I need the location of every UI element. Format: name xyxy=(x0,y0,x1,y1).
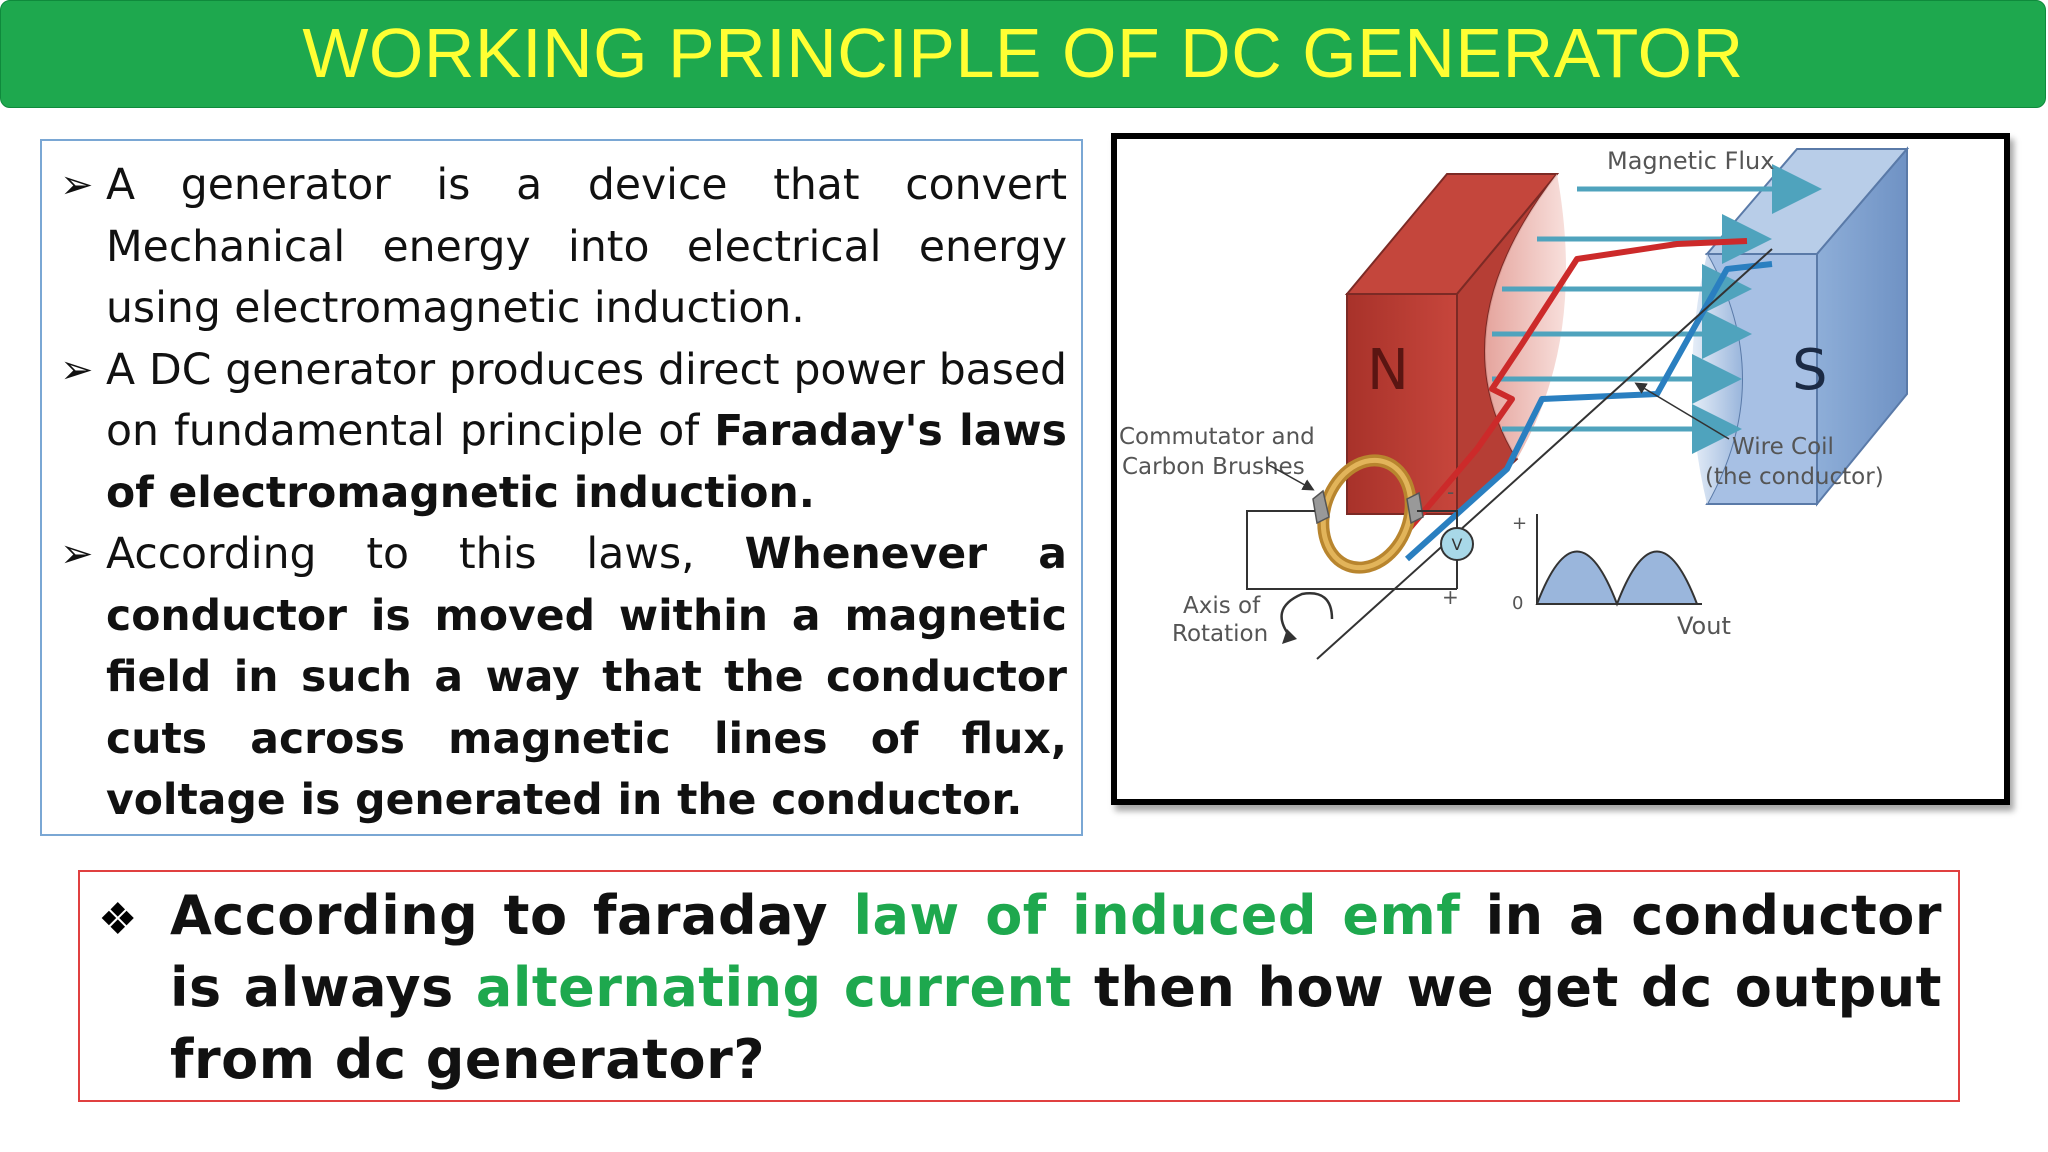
title-bar: WORKING PRINCIPLE OF DC GENERATOR xyxy=(0,0,2046,108)
bullet-text: A generator is a device that convert Mec… xyxy=(106,155,1067,340)
slide-title: WORKING PRINCIPLE OF DC GENERATOR xyxy=(302,14,1744,92)
axis-label: Axis of xyxy=(1183,593,1261,619)
plus-label-top: + xyxy=(1512,513,1527,534)
minus-label: - xyxy=(1447,480,1454,504)
north-label: N xyxy=(1367,338,1409,403)
question-text: According to faraday law of induced emf … xyxy=(170,880,1942,1100)
south-label: S xyxy=(1792,338,1828,403)
output-waveform xyxy=(1535,514,1702,607)
rotation-arrow-icon xyxy=(1280,592,1334,644)
arrow-bullet-icon: ➢ xyxy=(60,531,94,577)
question-box: ❖ According to faraday law of induced em… xyxy=(78,870,1960,1102)
bullet-text-normal: A DC generator produces direct power bas… xyxy=(106,345,1067,457)
question-highlight: alternating current xyxy=(475,956,1072,1019)
bullet-text-bold: Faraday's laws of electromagnetic induct… xyxy=(106,407,1067,518)
commutator-ring xyxy=(1312,454,1424,574)
brushes-label: Carbon Brushes xyxy=(1122,454,1305,480)
question-highlight: law of induced emf xyxy=(853,884,1461,947)
generator-illustration: V - + + 0 Vout Magnetic Flux N S Commuta… xyxy=(1119,146,1910,660)
wire-coil-label: Wire Coil xyxy=(1732,434,1834,460)
question-part: in a conductor is always xyxy=(170,884,1942,1019)
diamond-bullet-icon: ❖ xyxy=(98,895,138,944)
bullet-item: ➢ According to this laws, Whenever a con… xyxy=(60,524,1067,832)
rotation-label: Rotation xyxy=(1172,621,1268,647)
arrow-bullet-icon: ➢ xyxy=(60,346,94,393)
question-part: According to faraday xyxy=(170,884,854,947)
commutator-label: Commutator and xyxy=(1119,424,1315,450)
flux-arrows xyxy=(1492,164,1822,454)
voltmeter-icon: V xyxy=(1440,527,1474,561)
arrow-bullet-icon: ➢ xyxy=(60,162,94,208)
svg-text:V: V xyxy=(1452,535,1463,554)
magnetic-flux-label: Magnetic Flux xyxy=(1607,147,1774,175)
bullet-item: ➢ A generator is a device that convert M… xyxy=(60,155,1067,340)
wire-coil xyxy=(1316,238,1773,660)
bullet-item: ➢ A DC generator produces direct power b… xyxy=(60,340,1067,525)
bullet-text: A DC generator produces direct power bas… xyxy=(106,340,1067,525)
bullet-text-normal: A generator is a device that convert Mec… xyxy=(106,161,1067,333)
question-part: then how we get dc output from dc genera… xyxy=(170,956,1942,1091)
bullet-text: According to this laws, Whenever a condu… xyxy=(106,524,1067,832)
plus-label-bottom: + xyxy=(1442,585,1459,609)
conductor-label: (the conductor) xyxy=(1705,464,1884,490)
dc-generator-diagram: V - + + 0 Vout Magnetic Flux N S Commuta… xyxy=(1111,133,2010,805)
external-circuit xyxy=(1246,510,1458,590)
vout-label: Vout xyxy=(1677,612,1731,640)
zero-label: 0 xyxy=(1512,593,1523,614)
bullet-text-bold: Whenever a conductor is moved within a m… xyxy=(106,530,1067,825)
text-panel: ➢ A generator is a device that convert M… xyxy=(40,139,1083,836)
bullet-text-normal: According to this laws, xyxy=(106,530,745,579)
